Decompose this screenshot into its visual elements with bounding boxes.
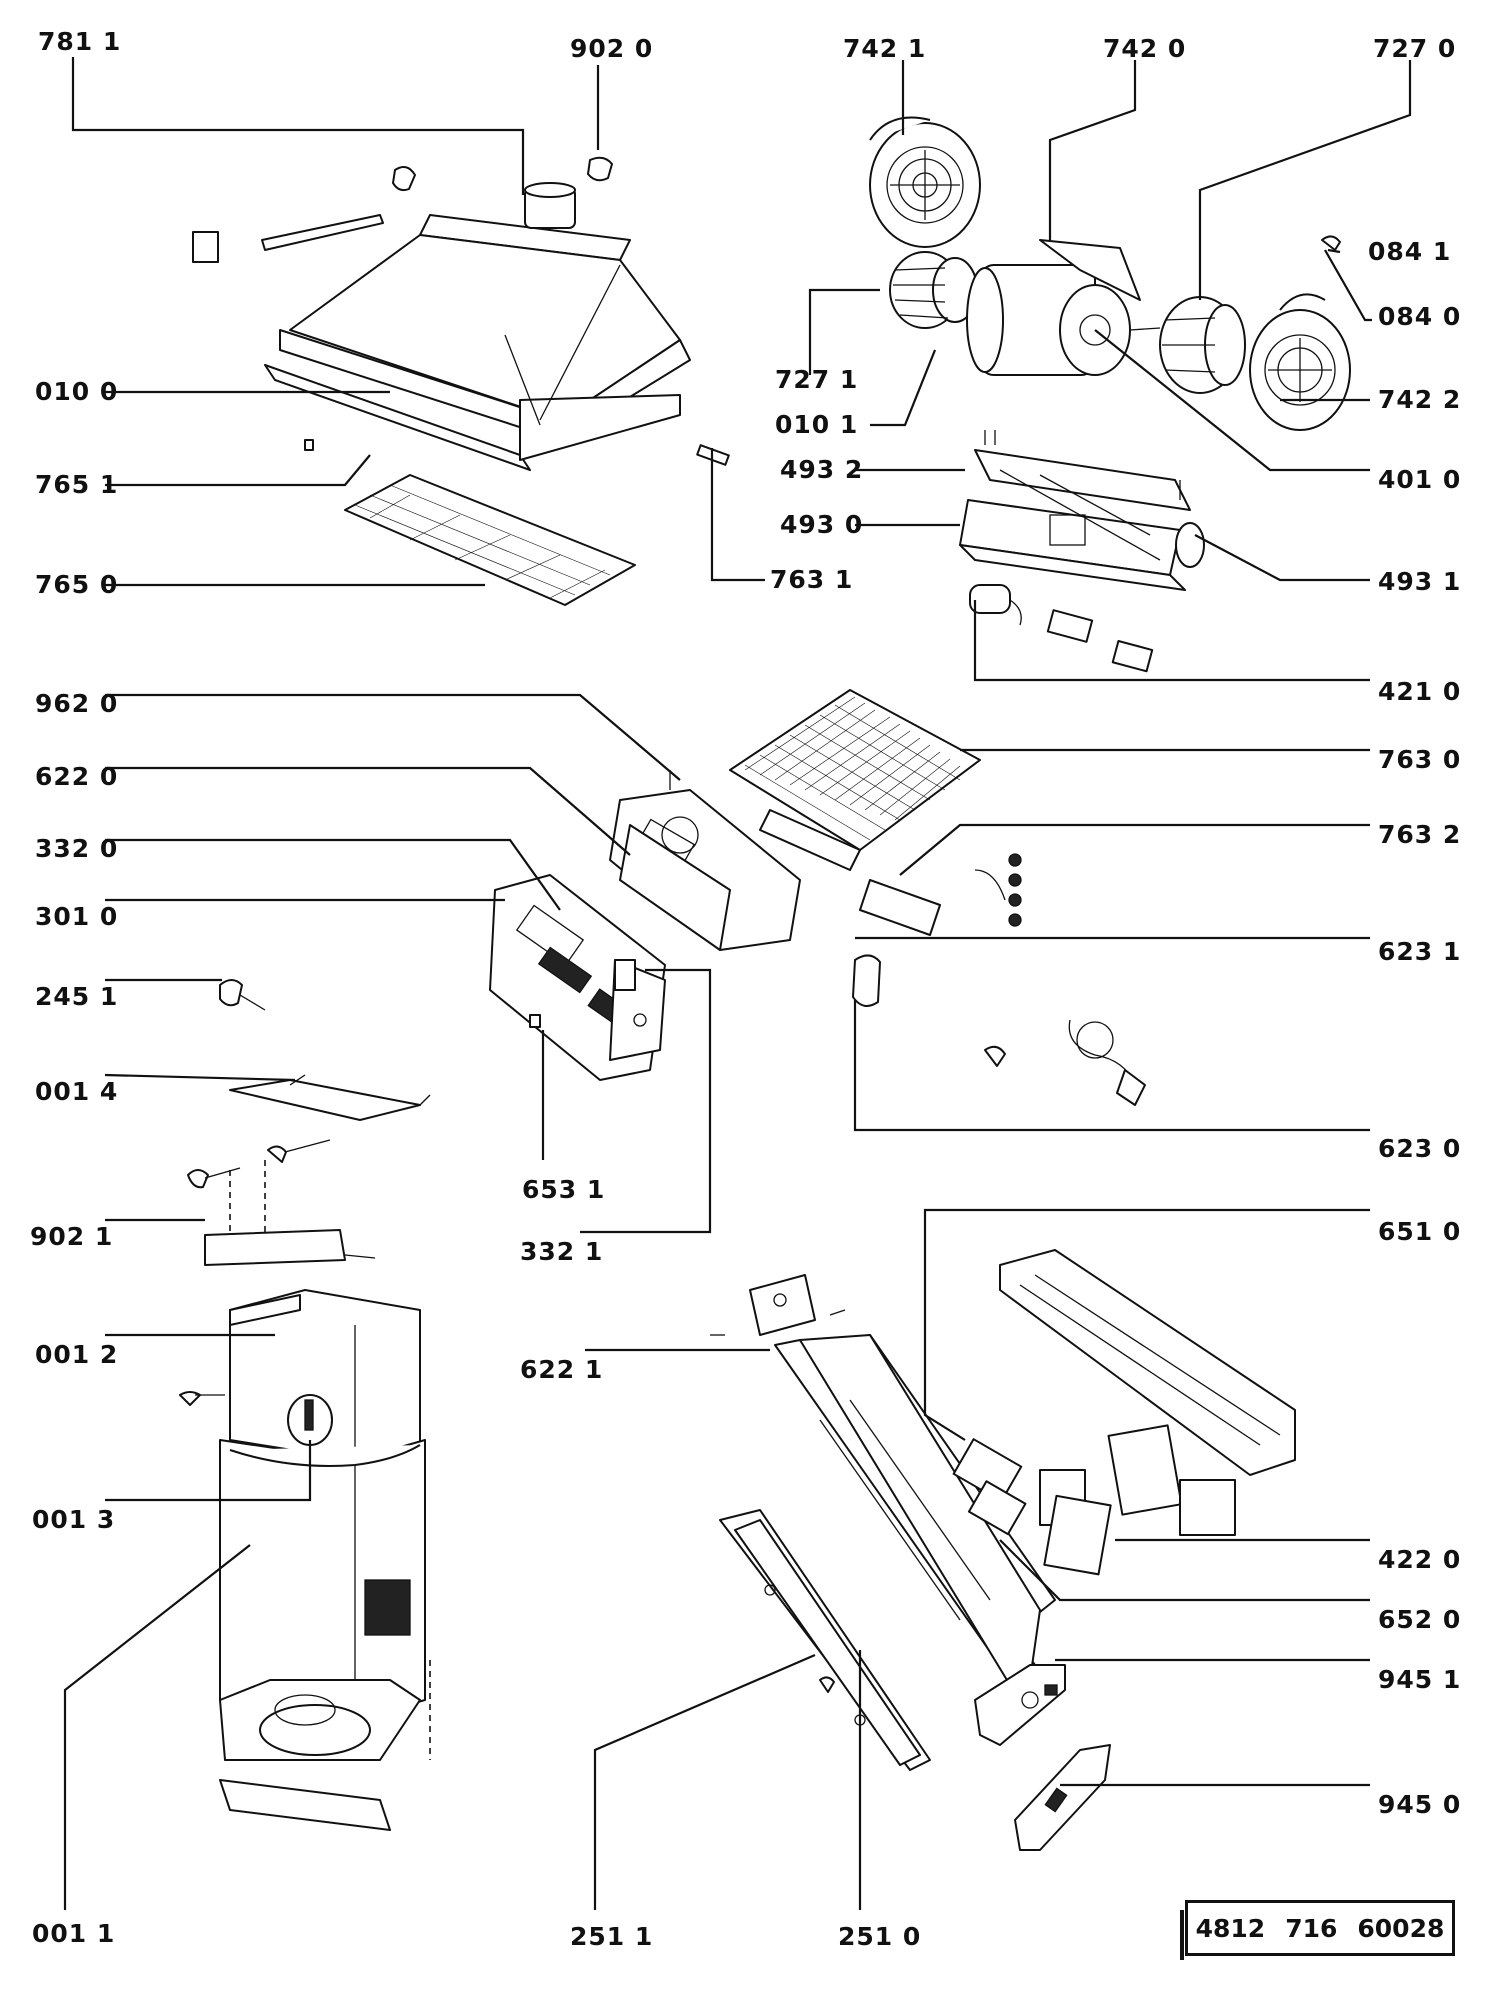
chimney-upper (179, 1289, 421, 1461)
fan-wheel-left (889, 251, 978, 329)
part-label: 332 0 (35, 834, 118, 863)
part-label: 765 1 (35, 470, 118, 499)
part-label: 001 1 (32, 1919, 115, 1948)
part-label: 493 1 (1378, 567, 1461, 596)
chimney-lower (219, 1439, 431, 1831)
part-label: 945 1 (1378, 1665, 1461, 1694)
document-number-part: 716 (1285, 1913, 1338, 1943)
part-label: 010 0 (35, 377, 118, 406)
part-label: 421 0 (1378, 677, 1461, 706)
part-label: 763 0 (1378, 745, 1461, 774)
part-label: 742 0 (1103, 34, 1186, 63)
part-label: 652 0 (1378, 1605, 1461, 1634)
part-label: 651 0 (1378, 1217, 1461, 1246)
chimney-bracket-902 (187, 1139, 376, 1266)
filter-grid (344, 474, 636, 606)
part-label: 245 1 (35, 982, 118, 1011)
part-label: 251 0 (838, 1922, 921, 1951)
lamp-holders (952, 1424, 1236, 1576)
part-label: 493 2 (780, 455, 863, 484)
capacitor-and-terminals (969, 584, 1154, 673)
part-label: 623 1 (1378, 937, 1461, 966)
part-label: 763 1 (770, 565, 853, 594)
upper-light-bracket (710, 1274, 846, 1336)
switch-and-cord (852, 853, 1146, 1106)
small-parts-middle (219, 979, 541, 1121)
part-label: 010 1 (775, 410, 858, 439)
part-label: 301 0 (35, 902, 118, 931)
part-label: 763 2 (1378, 820, 1461, 849)
part-label: 902 1 (30, 1222, 113, 1251)
front-panel-651 (999, 1249, 1296, 1476)
end-caps-945 (974, 1664, 1111, 1851)
part-label: 902 0 (570, 34, 653, 63)
part-label: 945 0 (1378, 1790, 1461, 1819)
part-label: 001 3 (32, 1505, 115, 1534)
part-label: 622 0 (35, 762, 118, 791)
part-label: 251 1 (570, 1922, 653, 1951)
part-label: 332 1 (520, 1237, 603, 1266)
small-clips-top (192, 156, 730, 466)
part-label: 653 1 (522, 1175, 605, 1204)
control-panel-332 (489, 874, 666, 1081)
fan-wheel-right (1159, 296, 1246, 394)
part-label: 422 0 (1378, 1545, 1461, 1574)
part-label: 622 1 (520, 1355, 603, 1384)
part-label: 623 0 (1378, 1134, 1461, 1163)
part-label: 493 0 (780, 510, 863, 539)
light-cover-251 (719, 1509, 931, 1771)
part-label: 401 0 (1378, 465, 1461, 494)
part-label: 084 1 (1368, 237, 1451, 266)
part-label: 962 0 (35, 689, 118, 718)
grease-filter-mesh (729, 689, 981, 936)
light-housing-622 (774, 1334, 1056, 1686)
part-label: 765 0 (35, 570, 118, 599)
part-label: 001 4 (35, 1077, 118, 1106)
motor (966, 239, 1161, 376)
leader-lines (63, 57, 1412, 1910)
part-label: 742 2 (1378, 385, 1461, 414)
document-number-part: 60028 (1357, 1913, 1445, 1943)
document-number-box: 4812 716 60028 (1180, 1900, 1455, 1960)
document-number-part: 4812 (1195, 1913, 1266, 1943)
fan-housing-left (869, 116, 981, 248)
part-label: 781 1 (38, 27, 121, 56)
part-label: 727 0 (1373, 34, 1456, 63)
part-label: 084 0 (1378, 302, 1461, 331)
bracket-962 (609, 770, 801, 951)
control-box (959, 430, 1205, 591)
part-labels: 781 1 902 0 742 1 742 0 727 0 084 1 084 … (30, 27, 1461, 1951)
part-label: 727 1 (775, 365, 858, 394)
part-label: 742 1 (843, 34, 926, 63)
part-label: 001 2 (35, 1340, 118, 1369)
